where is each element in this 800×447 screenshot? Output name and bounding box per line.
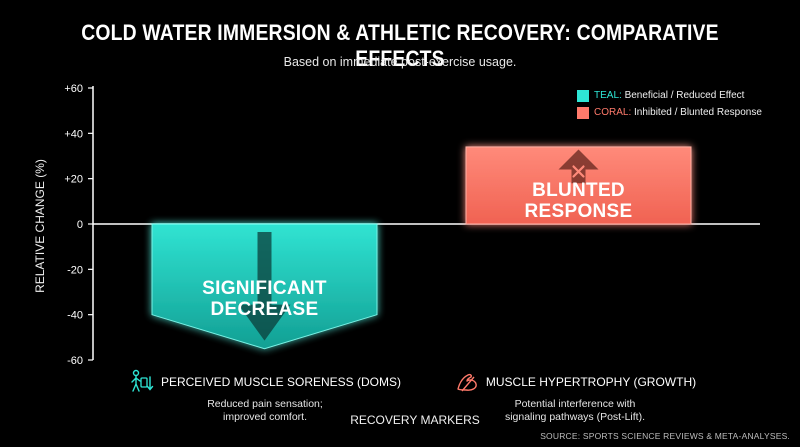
category-hypertrophy-desc-line2: signaling pathways (Post-Lift). [504, 411, 646, 423]
y-tick-label: -60 [67, 355, 83, 367]
category-doms-desc-line2: improved comfort. [222, 411, 308, 423]
bar-label-doms-line1: SIGNIFICANT [202, 278, 327, 299]
y-tick-label: -20 [67, 264, 83, 276]
category-hypertrophy: MUSCLE HYPERTROPHY (GROWTH) Potential in… [430, 369, 720, 424]
category-doms-label: PERCEIVED MUSCLE SORENESS (DOMS) [160, 375, 402, 389]
chart-subtitle: Based on immediate post-exercise usage. [283, 55, 517, 69]
category-doms: PERCEIVED MUSCLE SORENESS (DOMS) Reduced… [120, 369, 410, 424]
legend-swatch-teal [577, 89, 589, 102]
bar-label-hypertrophy-line1: BLUNTED [532, 180, 625, 201]
legend-key-coral: CORAL: [594, 107, 632, 118]
bar-label-hypertrophy: BLUNTED RESPONSE [466, 180, 691, 222]
category-hypertrophy-desc-line1: Potential interference with [514, 398, 636, 410]
bar-doms-down-arrow [238, 232, 291, 341]
legend-item-teal: TEAL: Beneficial / Reduced Effect [577, 87, 762, 104]
category-doms-desc-line1: Reduced pain sensation; [207, 398, 323, 410]
category-hypertrophy-label: MUSCLE HYPERTROPHY (GROWTH) [485, 375, 697, 389]
legend-item-coral: CORAL: Inhibited / Blunted Response [577, 104, 762, 121]
bar-label-doms: SIGNIFICANT DECREASE [152, 278, 377, 320]
x-axis-label: RECOVERY MARKERS [350, 413, 480, 427]
blocked-x-icon [572, 165, 585, 178]
y-tick-label: +60 [64, 83, 83, 95]
chart-title: COLD WATER IMMERSION & ATHLETIC RECOVERY… [81, 20, 719, 71]
y-tick-label: +20 [64, 174, 83, 186]
bar-label-doms-line2: DECREASE [210, 299, 319, 320]
legend-key-teal: TEAL: [594, 90, 622, 101]
y-tick-label: -40 [67, 310, 83, 322]
bar-label-hypertrophy-line2: RESPONSE [524, 201, 633, 222]
source-note: SOURCE: SPORTS SCIENCE REVIEWS & META-AN… [540, 431, 790, 441]
y-tick-label: 0 [77, 219, 83, 231]
legend-swatch-coral [577, 106, 589, 119]
legend: TEAL: Beneficial / Reduced Effect CORAL:… [577, 87, 762, 121]
soreness-icon [131, 369, 154, 392]
bar-hypertrophy-up-arrow [558, 149, 599, 184]
legend-text-teal: Beneficial / Reduced Effect [621, 90, 745, 101]
y-tick-label: +40 [64, 128, 83, 140]
muscle-arm-icon [457, 373, 477, 392]
y-axis-label: RELATIVE CHANGE (%) [33, 159, 47, 293]
legend-text-coral: Inhibited / Blunted Response [631, 107, 762, 118]
